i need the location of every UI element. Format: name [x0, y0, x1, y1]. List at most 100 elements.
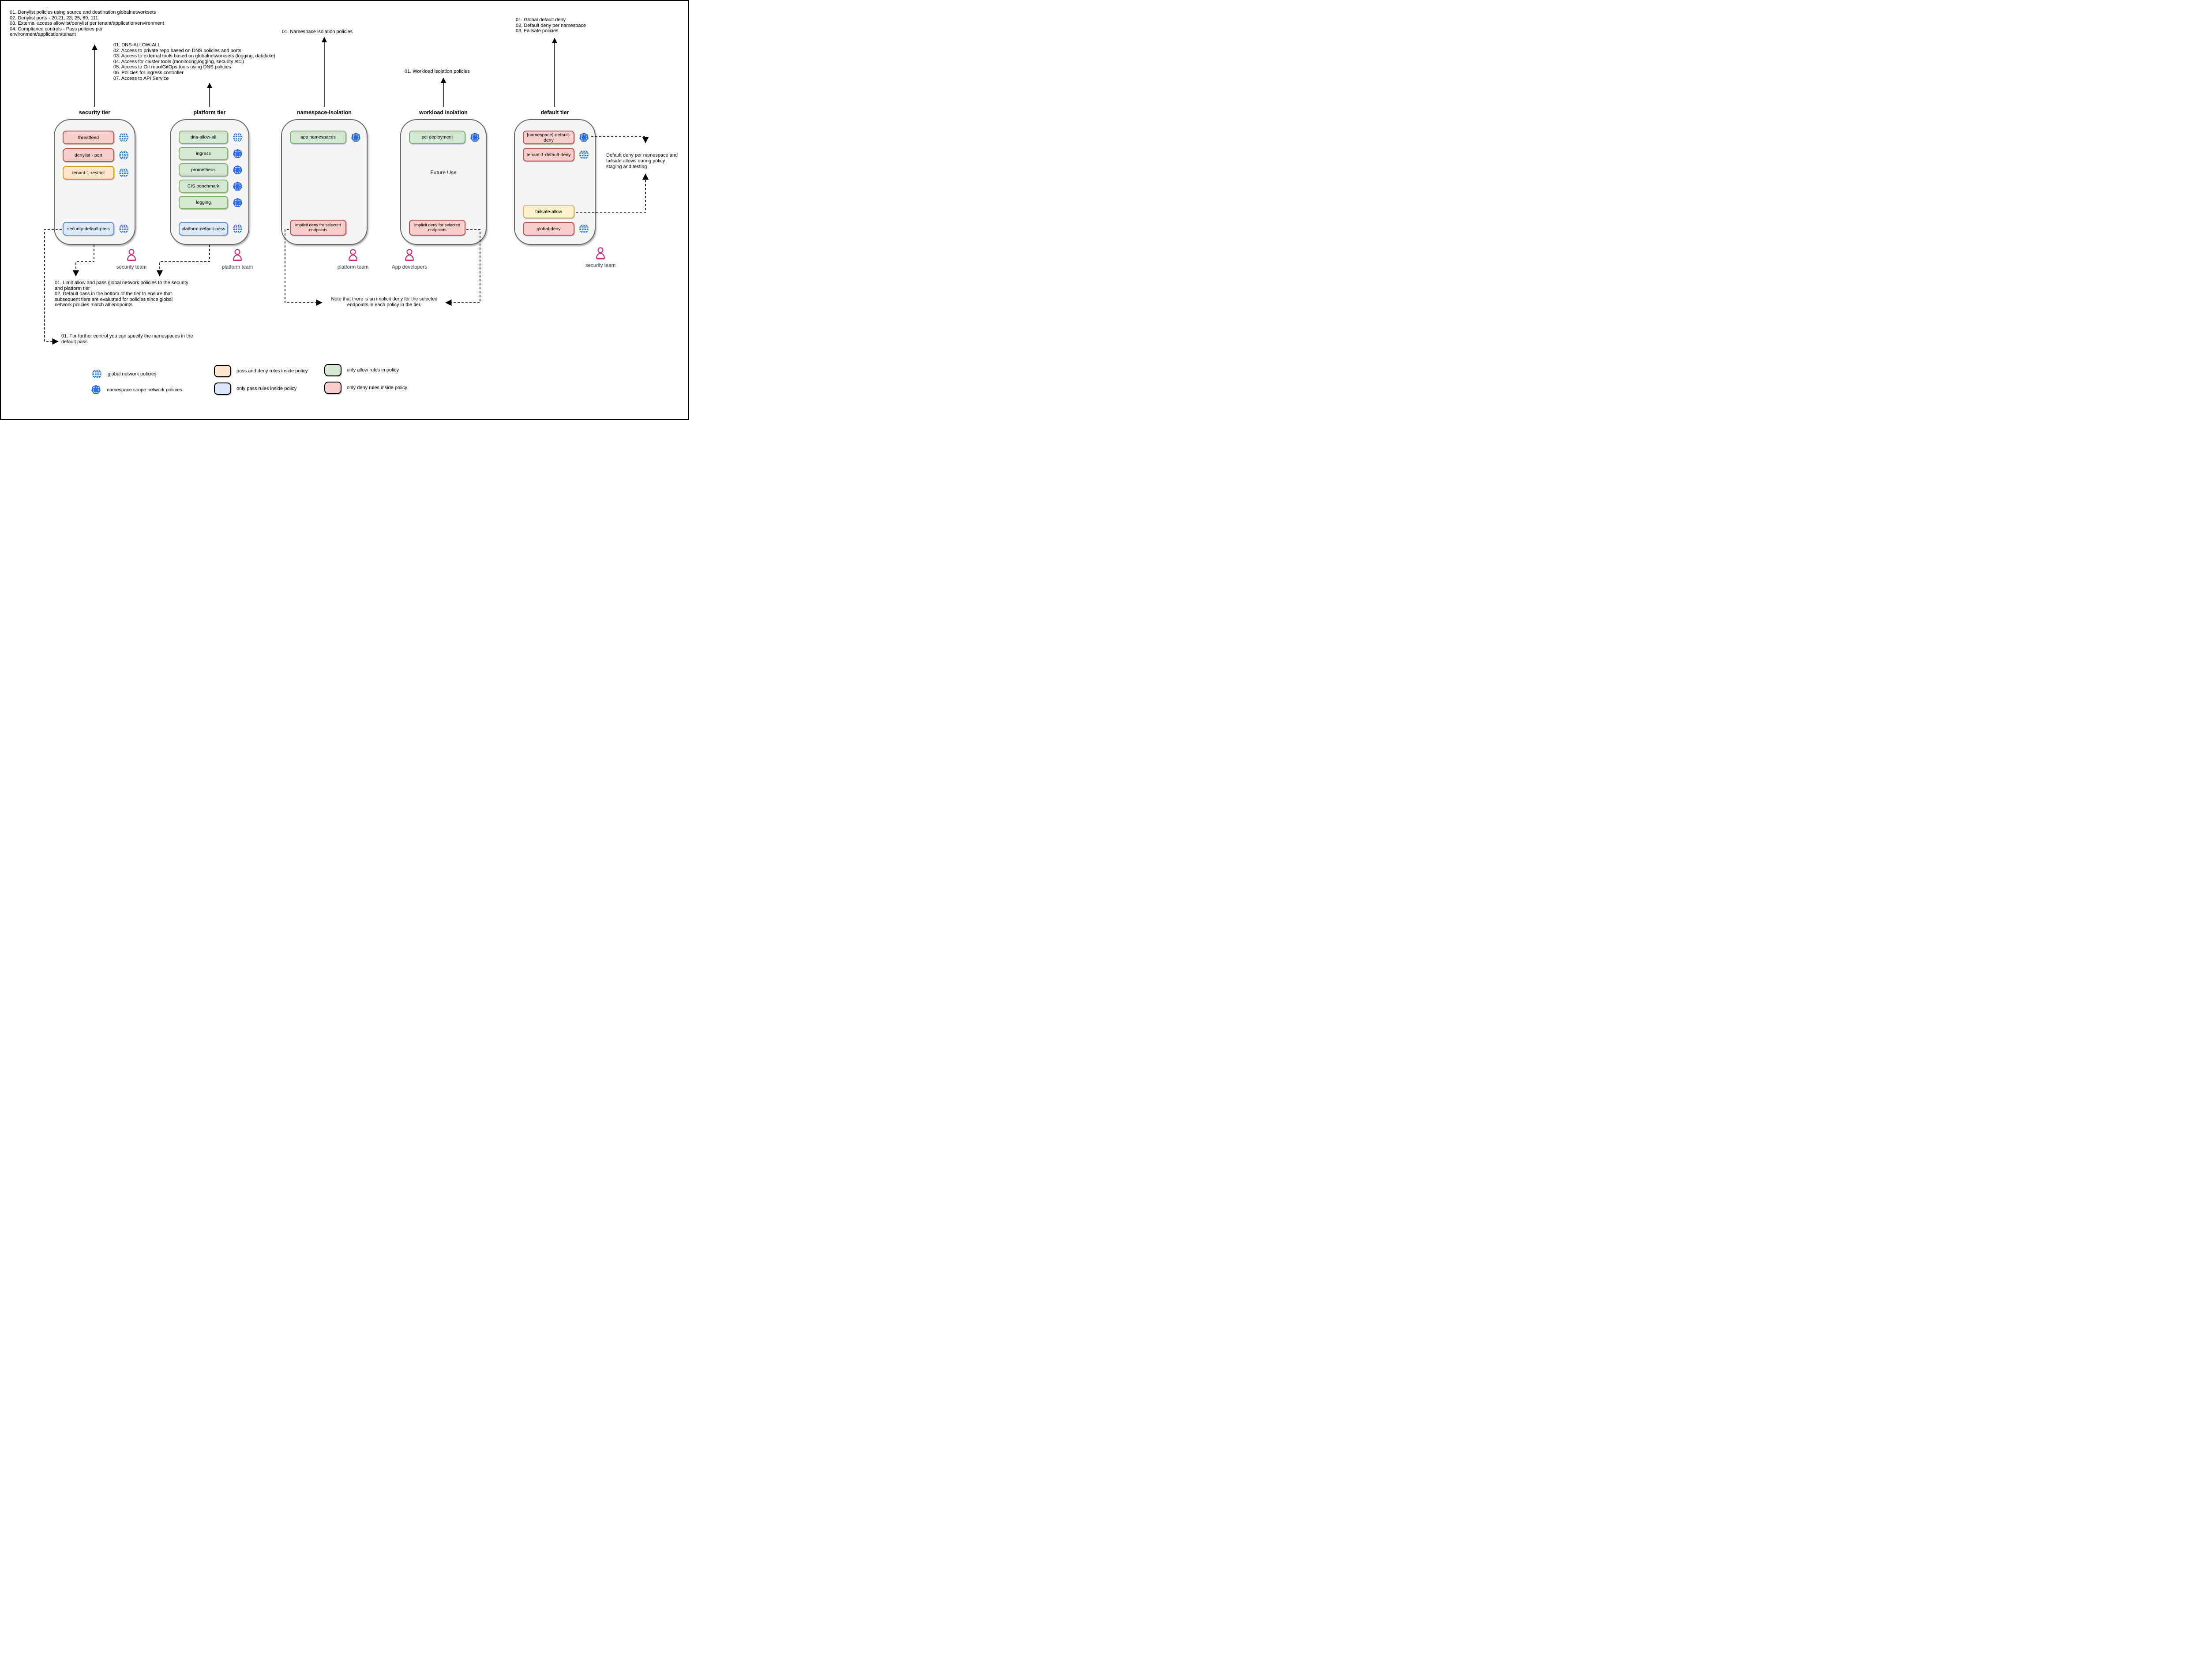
policy-dns-allow-all: dns-allow-all [179, 131, 228, 144]
globe-icon [232, 223, 243, 235]
default-tier-notes: 01. Global default deny 02. Default deny… [516, 17, 586, 34]
policy-namespace-default-deny: [namespace]-default-deny [523, 131, 574, 144]
namespace-icon [578, 131, 589, 143]
namespace-icon [232, 164, 243, 176]
policy-denylist-port: denylist - port [63, 148, 114, 162]
platform-tier-notes: 01. DNS-ALLOW-ALL 02. Access to private … [113, 42, 275, 81]
policy-row: CIS benchmark [179, 180, 243, 193]
dashed-platform-to-limit-note [156, 245, 210, 277]
note-line: 01. Global default deny [516, 17, 566, 22]
policy-tenant-1-default-deny: tenant-1-default-deny [523, 148, 574, 161]
note-line: staging and testing [606, 164, 647, 169]
note-line: 01. For further control you can specify … [61, 334, 193, 339]
team-security-2: security team [574, 246, 627, 268]
namespace-icon [469, 131, 480, 143]
note-line: 02. Default deny per namespace [516, 22, 586, 28]
policy-implicit-deny: implicit deny for selected endpoints [290, 220, 346, 236]
legend-swatch-only-allow [324, 364, 341, 376]
team-platform-2: platform team [326, 248, 379, 270]
legend-label: only pass rules inside policy [236, 386, 297, 391]
team-platform-1: platform team [211, 248, 264, 270]
legend-label: only deny rules inside policy [347, 385, 407, 390]
policy-security-default-pass: security-default-pass [63, 222, 114, 236]
note-line: network policies match all endpoints [55, 302, 133, 308]
legend-only-allow: only allow rules in policy [324, 364, 399, 376]
note-line: 07. Access to API Service [113, 75, 169, 81]
namespace-icon [232, 197, 243, 209]
policy-row: logging [179, 196, 243, 209]
policy-row: ingress [179, 147, 243, 160]
policy-row: failsafe-allow [523, 205, 589, 218]
tier-title-namespace-isolation: namespace-isolation [297, 109, 352, 116]
policy-row: security-default-pass [63, 222, 129, 236]
icon-placeholder [350, 222, 361, 234]
namespace-icon [232, 148, 243, 160]
legend-only-pass: only pass rules inside policy [214, 382, 296, 395]
future-use-label: Future Use [430, 169, 457, 176]
policy-pci-deployment: pci deployment [409, 131, 465, 144]
team-label: security team [116, 265, 147, 270]
note-line: 02. Denylist ports - 20:21, 23, 25, 69, … [10, 15, 98, 21]
policy-tenant-1-restrict: tenant-1-restrict [63, 166, 114, 180]
note-line: 04. Access for cluster tools (monitoring… [113, 59, 244, 64]
note-line: Default deny per namespace and [606, 153, 678, 158]
tier-security: threatfeed denylist - port tenant-1-rest… [54, 119, 135, 245]
note-line: and platform tier [55, 285, 90, 291]
person-icon [231, 248, 244, 262]
tier-platform: dns-allow-all ingress prometheus CIS ben… [170, 119, 249, 245]
icon-placeholder [578, 206, 589, 218]
policy-implicit-deny: implicit deny for selected endpoints [409, 220, 465, 236]
tier-title-workload-isolation: workload isolation [419, 109, 468, 116]
legend-swatch-pass-and-deny [214, 365, 231, 377]
legend-pass-and-deny: pass and deny rules inside policy [214, 365, 308, 377]
security-tier-notes: 01. Denylist policies using source and d… [10, 10, 164, 38]
note-line: 01. Limit allow and pass global network … [55, 280, 188, 285]
legend-global-network-policies: global network policies [91, 368, 157, 380]
note-line: 05. Access to Git repo/GitOps tools usin… [113, 64, 231, 70]
legend-only-deny: only deny rules inside policy [324, 382, 407, 394]
policy-app-namespaces: app namespaces [290, 131, 346, 144]
team-label: platform team [221, 265, 253, 270]
policy-row: implicit deny for selected endpoints [409, 220, 480, 236]
policy-ingress: ingress [179, 147, 228, 160]
note-line: 03. External access allowlist/denylist p… [10, 21, 164, 26]
team-security-1: security team [105, 248, 158, 270]
policy-row: global-deny [523, 222, 589, 236]
policy-row: denylist - port [63, 148, 129, 162]
policy-cis-benchmark: CIS benchmark [179, 180, 228, 193]
note-line: 03. Failsafe policies [516, 28, 559, 34]
globe-icon [578, 223, 589, 235]
legend-label: namespace scope network policies [107, 387, 182, 393]
legend-label: only allow rules in policy [347, 368, 399, 373]
policy-row: implicit deny for selected endpoints [290, 220, 361, 236]
note-line: 01. Denylist policies using source and d… [10, 10, 156, 15]
note-line: environment/application/tenant [10, 32, 76, 38]
globe-icon [232, 131, 243, 143]
policy-prometheus: prometheus [179, 163, 228, 176]
implicit-deny-note: Note that there is an implicit deny for … [325, 296, 443, 308]
legend-swatch-only-pass [214, 382, 231, 395]
globe-icon [91, 368, 102, 380]
globe-icon [118, 167, 129, 179]
tier-workload-isolation: pci deployment Future Use implicit deny … [400, 119, 487, 245]
note-line: 02. Default pass in the bottom of the ti… [55, 291, 172, 297]
note-line: 02. Access to private repo based on DNS … [113, 48, 241, 53]
note-line: endpoints in each policy in the tier. [347, 302, 422, 308]
person-icon [403, 248, 416, 262]
policy-failsafe-allow: failsafe-allow [523, 205, 574, 218]
note-line: 03. Access to external tools based on gl… [113, 53, 275, 59]
person-icon [125, 248, 138, 262]
team-app-developers: App developers [383, 248, 436, 270]
policy-platform-default-pass: platform-default-pass [179, 222, 228, 236]
tier-default: [namespace]-default-deny tenant-1-defaul… [514, 119, 596, 245]
note-line: 06. Policies for ingress controller [113, 70, 184, 75]
diagram-canvas: 01. Denylist policies using source and d… [0, 0, 689, 420]
legend-swatch-only-deny [324, 382, 341, 394]
policy-row: app namespaces [290, 131, 361, 144]
team-label: security team [585, 263, 616, 268]
staging-note: Default deny per namespace and failsafe … [606, 153, 678, 169]
policy-row: threatfeed [63, 131, 129, 144]
namespace-icon [90, 384, 101, 396]
globe-icon [578, 149, 589, 161]
policy-row: prometheus [179, 163, 243, 176]
